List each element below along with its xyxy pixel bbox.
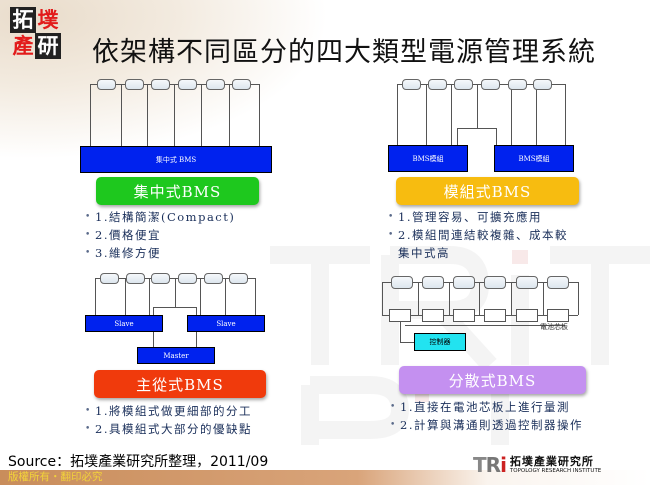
battery-cell-icon [454,79,473,90]
slave-box: Slave [187,315,265,332]
centralized-bms-box: 集中式 BMS [80,146,272,173]
battery-cell-icon [151,79,170,90]
cell-board [547,309,569,322]
battery-cell-icon [100,273,119,284]
battery-cell-icon [126,273,145,284]
bullet-continuation: 集中式高 [398,246,450,260]
logo-char: 墣 [37,8,59,32]
battery-cell-icon [453,276,475,289]
battery-cell-icon [232,79,251,90]
org-name-zh: 拓墣產業研究所 [509,454,594,468]
battery-cell-icon [97,79,116,90]
logo-char: 研 [35,33,61,59]
cell-board-label: 電池芯板 [540,323,568,331]
modular-bms-bullets: 1.管理容易、可擴充應用 2.模組間連結較複雜、成本較 集中式高 [388,208,568,262]
master-slave-bms-diagram: Slave Slave Master [85,270,270,365]
battery-cell-icon [206,79,225,90]
centralized-bms-bullets: 1.結構簡潔(Compact) 2.價格便宜 3.維修方便 [85,208,235,262]
master-slave-bms-bullets: 1.將模組式做更細部的分工 2.具模組式大部分的優缺點 [85,402,252,438]
cell-board [453,309,475,322]
battery-cell-icon [229,273,248,284]
battery-cell-icon [547,276,569,289]
controller-box: 控制器 [414,333,466,351]
battery-cell-icon [151,273,170,284]
battery-cell-icon [204,273,223,284]
footer-bar [0,470,650,485]
bullet-item: 1.將模組式做更細部的分工 [85,402,252,420]
tri-logo-mark: TRi [473,453,507,477]
battery-cell-icon [391,276,413,289]
battery-cell-icon [481,79,500,90]
slave-box: Slave [85,315,163,332]
bullet-item: 2.具模組式大部分的優缺點 [85,420,252,438]
bms-module-box: BMS模組 [494,145,574,172]
bullet-item: 2.計算與溝通則透過控制器操作 [390,416,583,434]
page-title: 依架構不同區分的四大類型電源管理系統 [92,37,596,68]
bms-module-box: BMS模組 [388,145,468,172]
distributed-bms-bullets: 1.直接在電池芯板上進行量測 2.計算與溝通則透過控制器操作 [390,398,583,434]
org-name-en: TOPOLOGY RESEARCH INSTITUTE [509,467,602,474]
master-slave-bms-badge: 主從式BMS [94,370,266,398]
bullet-item: 1.管理容易、可擴充應用 [388,208,568,226]
battery-cell-icon [508,79,527,90]
centralized-bms-diagram: 集中式 BMS [80,75,275,175]
cell-board [422,309,444,322]
bullet-item: 3.維修方便 [85,244,235,262]
copyright-notice: 版權所有・翻印必究 [8,471,103,483]
logo-char: 產 [12,34,34,58]
battery-cell-icon [178,273,197,284]
battery-cell-icon [428,79,447,90]
distributed-bms-badge: 分散式BMS [399,366,586,394]
modular-bms-badge: 模組式BMS [396,177,579,205]
bullet-item: 2.模組間連結較複雜、成本較 [388,226,568,244]
battery-cell-icon [533,79,552,90]
cell-board [389,309,411,322]
centralized-bms-badge: 集中式BMS [96,177,259,205]
bullet-item: 1.直接在電池芯板上進行量測 [390,398,583,416]
distributed-bms-diagram: 電池芯板 控制器 [380,275,590,355]
battery-cell-icon [516,276,538,289]
battery-cell-icon [422,276,444,289]
battery-cell-icon [402,79,421,90]
cell-board [516,309,538,322]
bullet-item: 2.價格便宜 [85,226,235,244]
battery-cell-icon [484,276,506,289]
cell-board [484,309,506,322]
master-box: Master [137,347,215,364]
battery-cell-icon [178,79,197,90]
modular-bms-diagram: BMS模組 BMS模組 [388,75,583,175]
institute-logo: 拓 墣 產 研 [8,7,62,61]
source-note: Source：拓墣產業研究所整理，2011/09 [8,454,269,470]
tri-logo: TRi 拓墣產業研究所 TOPOLOGY RESEARCH INSTITUTE [473,453,601,477]
bullet-item: 1.結構簡潔(Compact) [85,208,235,226]
logo-char: 拓 [10,7,36,33]
battery-cell-icon [125,79,144,90]
